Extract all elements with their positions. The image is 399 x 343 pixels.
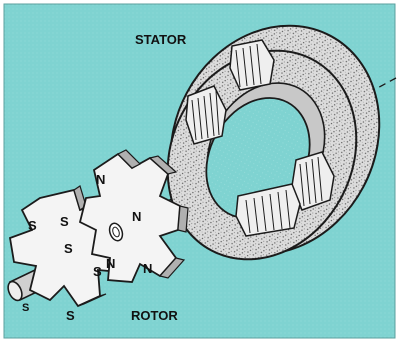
stator-caption: STATOR (135, 32, 187, 47)
pole-label-s-1: S (28, 218, 37, 233)
pole-label-n-4: N (143, 261, 152, 276)
pole-label-s-2: S (60, 214, 69, 229)
pole-label-n-2: N (132, 209, 141, 224)
pole-label-n-1: N (96, 172, 105, 187)
pole-label-s-4: S (93, 264, 102, 279)
rotor-caption: ROTOR (131, 308, 178, 323)
shaft-end-label: S (22, 302, 29, 314)
pole-label-s-3: S (64, 241, 73, 256)
pole-label-s-5: S (66, 308, 75, 323)
pole-label-n-3: N (106, 256, 115, 271)
